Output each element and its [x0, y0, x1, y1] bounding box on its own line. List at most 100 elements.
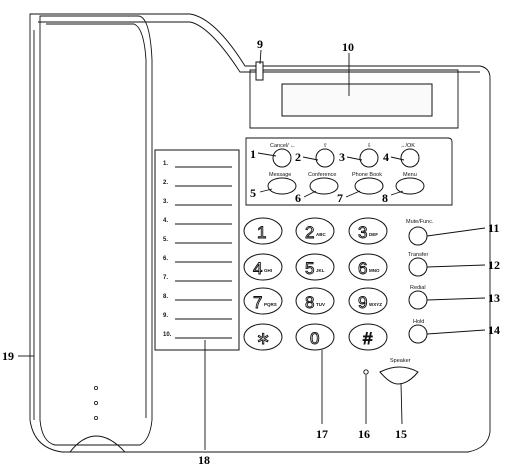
cancel-button[interactable] — [272, 148, 292, 168]
down-arrow-icon: ⇩ — [367, 142, 372, 149]
svg-text:2: 2 — [305, 223, 314, 242]
microphone-hole — [363, 369, 369, 375]
phone-body-inner-edge — [38, 21, 480, 73]
conference-button[interactable] — [309, 177, 339, 195]
mic-hole-1 — [94, 385, 99, 390]
callout-14: 14 — [488, 323, 500, 337]
conference-label: Conference — [308, 172, 336, 178]
dir-5: 5. — [163, 237, 168, 243]
dir-4: 4. — [163, 218, 168, 224]
dir-3: 3. — [163, 199, 168, 205]
function-panel — [245, 137, 453, 206]
svg-text:GHI: GHI — [264, 268, 272, 273]
hold-button[interactable] — [408, 324, 428, 344]
dir-10: 10. — [163, 332, 172, 338]
dir-9: 9. — [163, 313, 168, 319]
dir-6: 6. — [163, 256, 168, 262]
callout-3: 3 — [339, 150, 345, 164]
up-button[interactable] — [315, 148, 335, 168]
dir-7: 7. — [163, 275, 168, 281]
redial-label: Redial — [410, 285, 426, 291]
menu-label: Menu — [403, 172, 417, 178]
svg-text:DEF: DEF — [369, 232, 378, 237]
phone-body — [29, 13, 491, 453]
callout-11: 11 — [488, 221, 499, 235]
redial-button[interactable] — [408, 290, 428, 310]
svg-text:4: 4 — [253, 259, 262, 278]
svg-text:WXYZ: WXYZ — [369, 302, 382, 307]
phonebook-label: Phone Book — [352, 172, 382, 178]
svg-text:∗: ∗ — [256, 329, 270, 348]
key-1[interactable] — [243, 217, 283, 245]
handset-inner — [46, 23, 147, 418]
callout-12: 12 — [488, 258, 500, 272]
callout-numbers: 1 2 3 4 5 6 7 8 9 10 11 12 13 14 15 16 1… — [2, 37, 500, 467]
callout-4: 4 — [383, 150, 389, 164]
phonebook-button[interactable] — [354, 177, 384, 195]
handset-bottom-curve — [69, 435, 126, 453]
ok-button[interactable] — [400, 148, 420, 168]
svg-text:TUV: TUV — [316, 302, 325, 307]
mute-button[interactable] — [408, 226, 428, 246]
callout-6: 6 — [295, 191, 301, 205]
message-led[interactable] — [255, 61, 264, 81]
directory-card — [154, 149, 240, 351]
speaker-label: Speaker — [390, 358, 411, 364]
mic-hole-2 — [94, 400, 99, 405]
ok-label: →/OK — [400, 143, 415, 149]
callout-18: 18 — [198, 453, 210, 467]
callout-17: 17 — [316, 427, 328, 441]
key-2[interactable] — [295, 217, 335, 245]
callout-19: 19 — [2, 349, 14, 363]
svg-text:0: 0 — [310, 329, 319, 348]
key-4[interactable] — [243, 253, 283, 281]
menu-button[interactable] — [395, 177, 425, 195]
callout-15: 15 — [395, 427, 407, 441]
svg-text:9: 9 — [358, 293, 367, 312]
callout-1: 1 — [250, 147, 256, 161]
key-0[interactable] — [295, 323, 335, 351]
svg-text:JKL: JKL — [316, 268, 325, 273]
key-6[interactable] — [348, 253, 388, 281]
svg-text:5: 5 — [305, 259, 314, 278]
dir-1: 1. — [163, 161, 168, 167]
display-housing — [249, 69, 459, 129]
mic-hole-3 — [94, 415, 99, 420]
key-hash[interactable] — [348, 323, 388, 351]
callout-10: 10 — [342, 40, 354, 54]
mute-label: Mute/Func. — [406, 219, 434, 225]
key-3[interactable] — [348, 217, 388, 245]
directory-lines: 1. 2. 3. 4. 5. 6. 7. 8. 9. 10. — [163, 161, 232, 339]
callout-2: 2 — [295, 150, 301, 164]
callout-5: 5 — [250, 186, 256, 200]
callout-13: 13 — [488, 291, 500, 305]
key-9[interactable] — [348, 287, 388, 315]
transfer-label: Transfer — [408, 252, 428, 258]
svg-text:1: 1 — [257, 223, 266, 242]
svg-text:ABC: ABC — [316, 232, 326, 237]
svg-text:MNO: MNO — [369, 268, 380, 273]
svg-text:#: # — [363, 329, 373, 348]
svg-text:8: 8 — [305, 293, 314, 312]
key-5[interactable] — [295, 253, 335, 281]
cancel-label: Cancel/ ← — [270, 143, 296, 149]
up-arrow-icon: ⇧ — [323, 142, 328, 149]
leader-lines — [18, 49, 486, 450]
transfer-button[interactable] — [408, 257, 428, 277]
down-button[interactable] — [359, 148, 379, 168]
key-8[interactable] — [295, 287, 335, 315]
keypad: 1 2 ABC 3 DEF 4 GHI 5 JKL 6 MNO 7 PQRS 8… — [243, 217, 388, 351]
svg-text:PQRS: PQRS — [264, 302, 277, 307]
message-button[interactable] — [267, 177, 297, 195]
svg-text:3: 3 — [358, 223, 367, 242]
speaker-button[interactable] — [379, 366, 419, 385]
key-7[interactable] — [243, 287, 283, 315]
callout-9: 9 — [257, 37, 263, 51]
key-star[interactable] — [243, 323, 283, 351]
lcd-display — [281, 83, 433, 117]
message-label: Message — [269, 172, 291, 178]
dir-8: 8. — [163, 294, 168, 300]
hold-label: Hold — [413, 319, 424, 325]
callout-16: 16 — [358, 427, 370, 441]
